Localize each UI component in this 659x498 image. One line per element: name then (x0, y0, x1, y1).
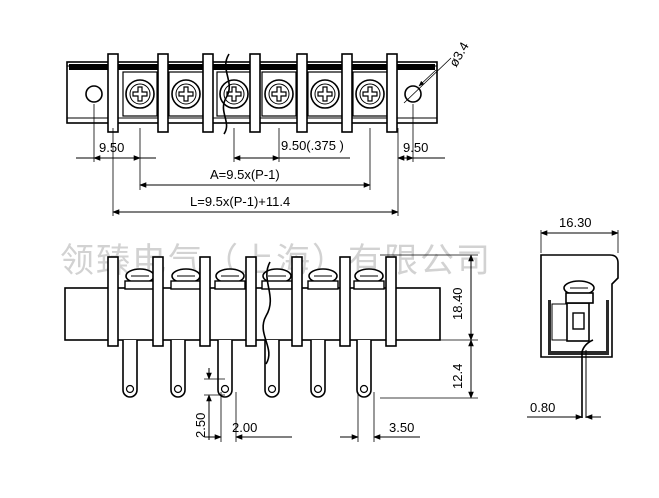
barrier-front (107, 256, 119, 347)
end-left-label: 9.50 (99, 140, 124, 155)
screw-head-top (307, 71, 343, 117)
pin-width-label: 2.00 (232, 420, 257, 435)
pin-row (122, 268, 385, 398)
side-view-wire (581, 339, 594, 418)
formula-a-dimension: A=9.5x(P-1) (139, 167, 371, 188)
top-view (66, 53, 438, 135)
barrier-front (152, 256, 164, 347)
pitch-label: 9.50(.375 ) (281, 138, 344, 153)
screw-row (122, 71, 388, 117)
solder-pin (356, 340, 372, 398)
wire-thickness-dimension: 0.80 (527, 400, 601, 420)
solder-pin (170, 340, 186, 398)
barrier-front (245, 256, 257, 347)
pin-width-dimension: 2.00 (205, 392, 292, 442)
end-right-dimension: 9.50 (397, 140, 445, 161)
pitch-dimension: 9.50(.375 ) (233, 138, 350, 161)
wire-thickness-label: 0.80 (530, 400, 555, 415)
formula-l-label: L=9.5x(P-1)+11.4 (190, 194, 290, 209)
pin-gap-dimension: 2.50 (193, 368, 225, 440)
height-lower-label: 12.4 (450, 364, 465, 389)
side-view (540, 254, 619, 418)
barrier-row (107, 53, 398, 133)
barrier-front (385, 256, 397, 347)
pin-spacing-label: 3.50 (389, 420, 414, 435)
screw-head-top (261, 71, 297, 117)
barrier-top (202, 53, 214, 133)
side-width-dimension: 16.30 (540, 215, 619, 253)
solder-pin (122, 340, 138, 398)
barrier-front (199, 256, 211, 347)
end-left-dimension: 9.50 (76, 140, 156, 161)
screw-head-front (307, 268, 339, 290)
barrier-top (341, 53, 353, 133)
screw-head-top (352, 71, 388, 117)
break-line-top (222, 53, 231, 135)
formula-a-label: A=9.5x(P-1) (210, 167, 280, 182)
solder-pin (217, 340, 233, 398)
solder-pin (264, 340, 280, 398)
pin-spacing-dimension: 3.50 (340, 392, 420, 442)
barrier-top (157, 53, 169, 133)
mounting-hole-left (85, 85, 103, 103)
barrier-top (107, 53, 119, 133)
screw-head-top (216, 71, 252, 117)
end-right-label: 9.50 (403, 140, 428, 155)
front-barrier-row (107, 256, 397, 347)
hole-diameter-label: ø3.4 (446, 39, 472, 69)
height-dimensions: 18.40 12.4 (380, 254, 478, 399)
side-width-label: 16.30 (559, 215, 592, 230)
screw-head-front (261, 268, 293, 290)
screw-head-front (170, 268, 202, 290)
screw-head-top (122, 71, 158, 117)
mounting-hole-right (404, 85, 422, 103)
barrier-top (296, 53, 308, 133)
barrier-front (291, 256, 303, 347)
solder-pin (310, 340, 326, 398)
screw-head-top (168, 71, 204, 117)
front-view (64, 256, 441, 398)
height-upper-label: 18.40 (450, 287, 465, 320)
barrier-front (339, 256, 351, 347)
pin-gap-label: 2.50 (193, 413, 208, 438)
break-line-front (262, 261, 271, 365)
barrier-top (386, 53, 398, 133)
screw-head-front (124, 268, 156, 290)
barrier-top (249, 53, 261, 133)
formula-l-dimension: L=9.5x(P-1)+11.4 (112, 194, 399, 215)
screw-head-front (214, 268, 246, 290)
screw-head-front (353, 268, 385, 290)
